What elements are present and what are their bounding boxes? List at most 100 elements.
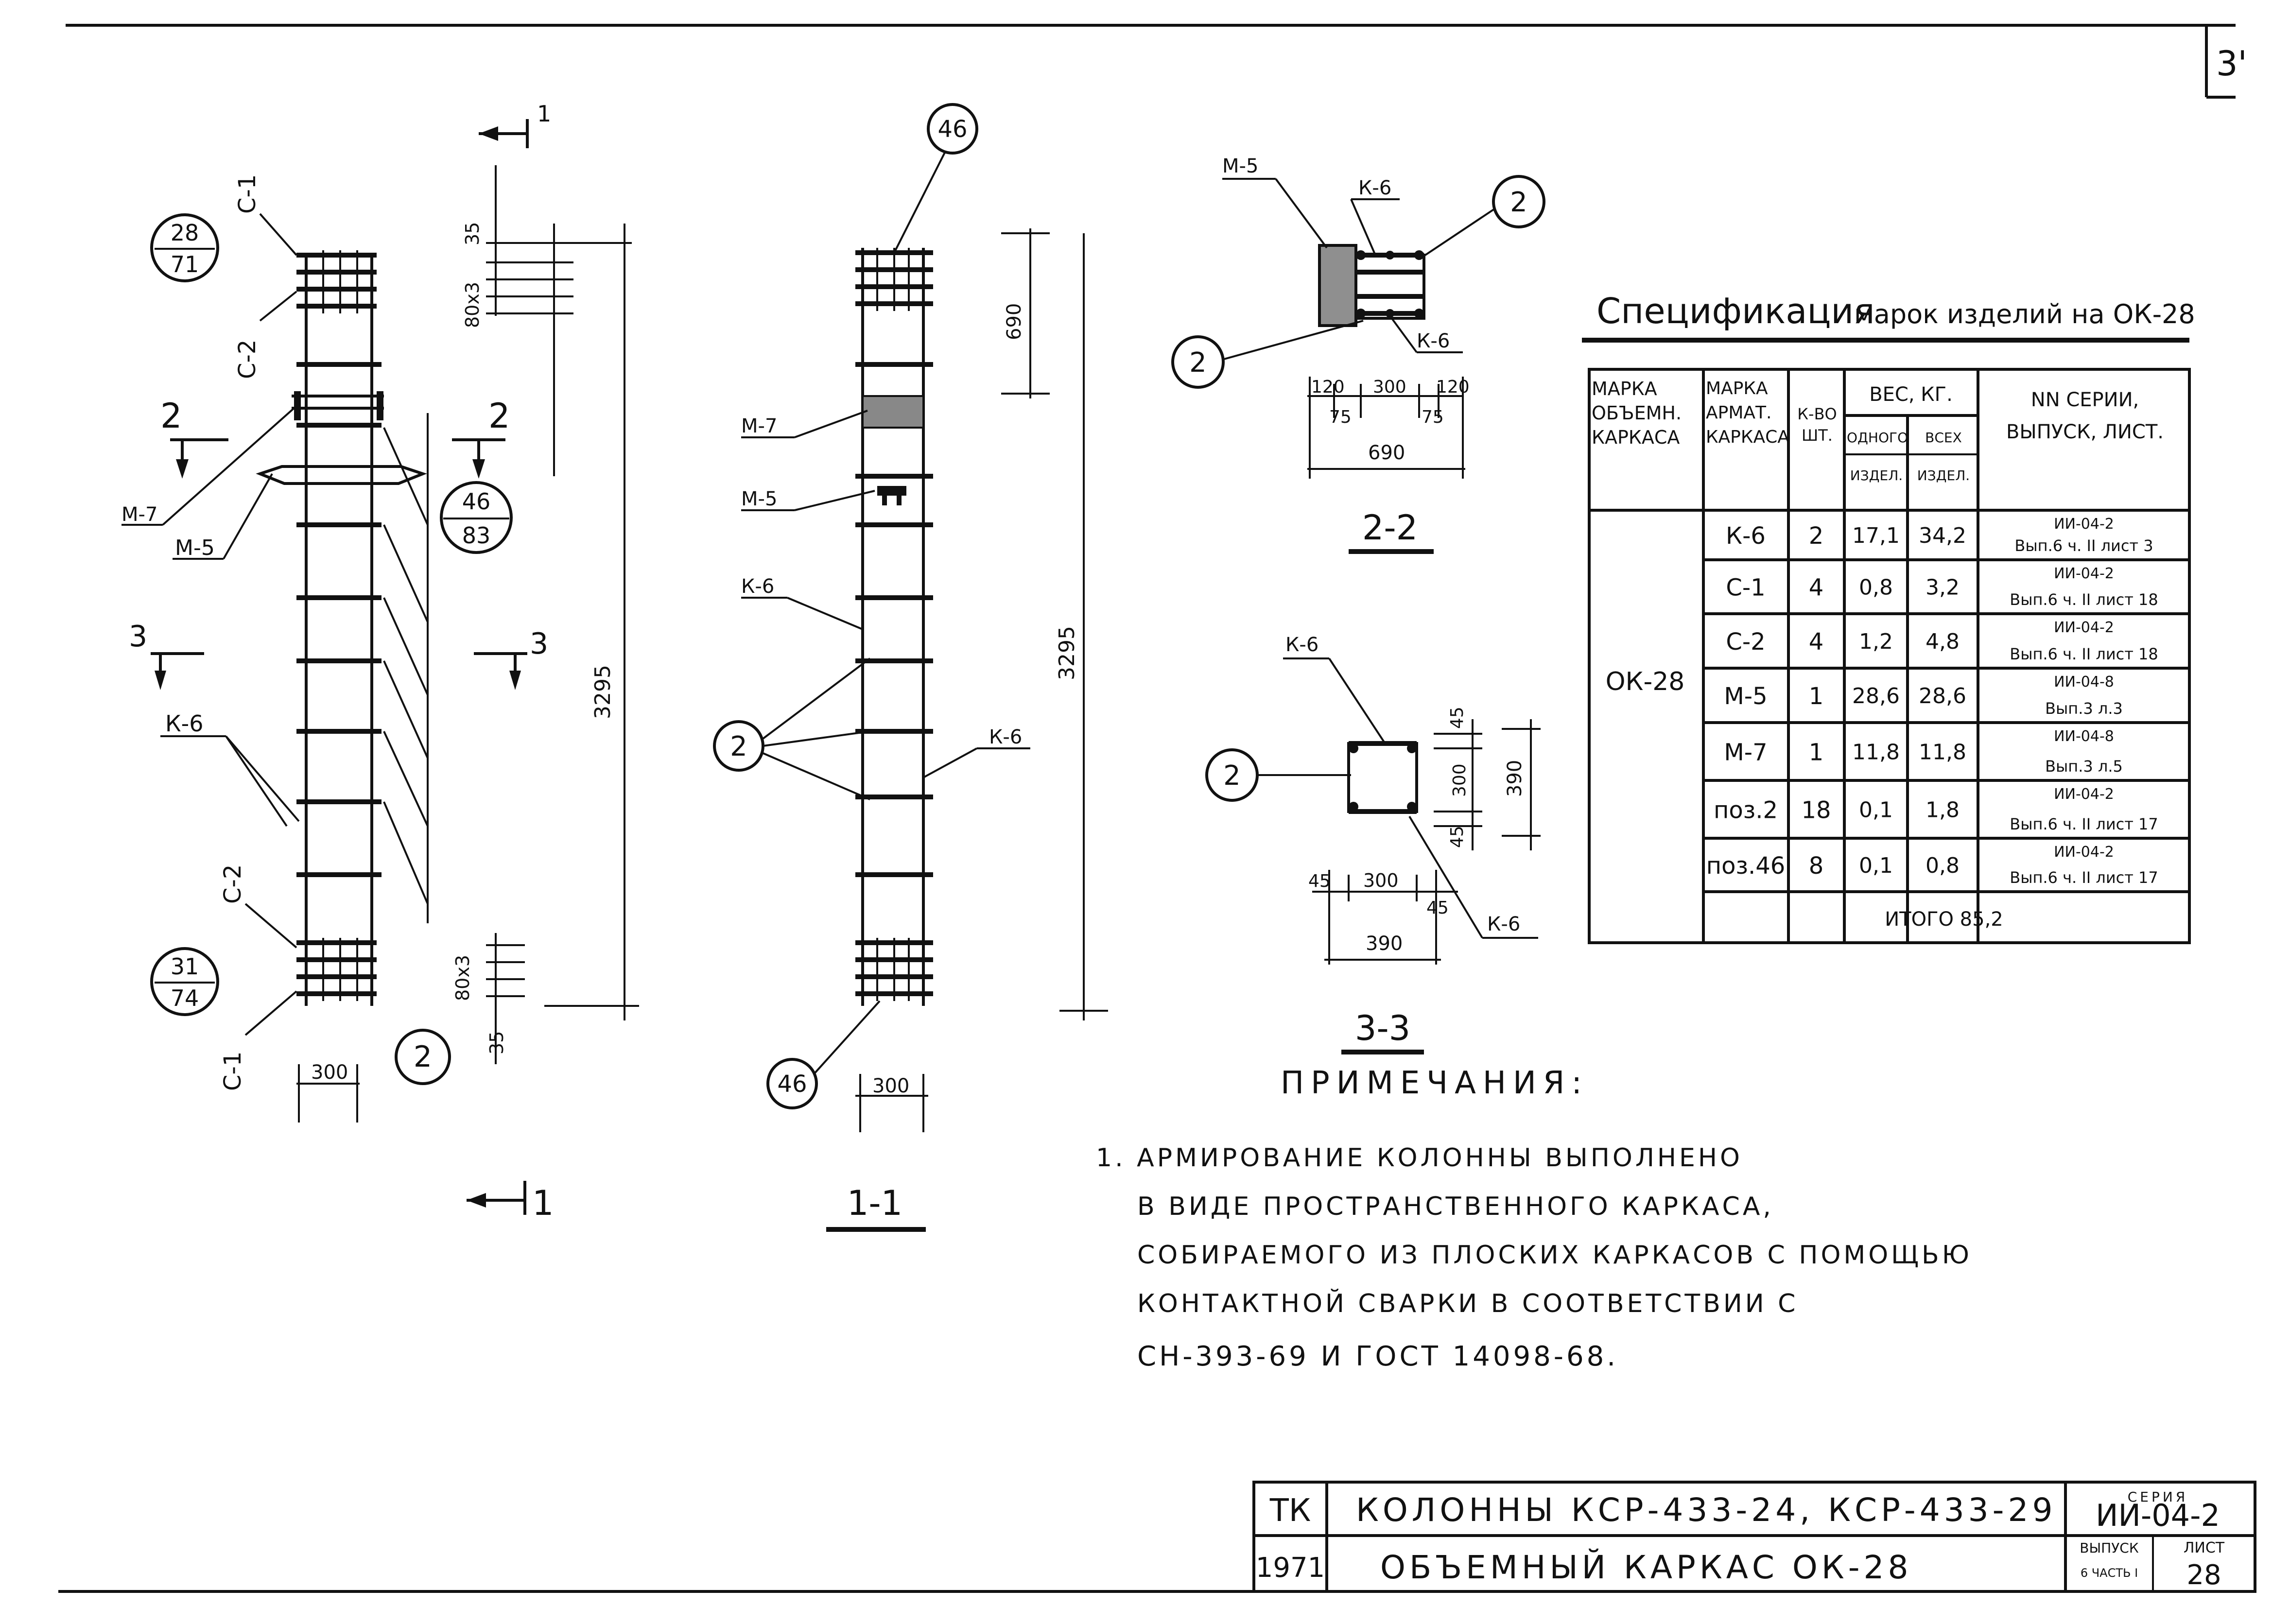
sec33-bubble: 2 — [1205, 748, 1351, 802]
svg-text:3: 3 — [129, 620, 147, 654]
spec-row-weight-one: 28,6 — [1852, 684, 1900, 708]
label-c1-top: С-1 — [234, 174, 261, 214]
svg-text:390: 390 — [1366, 933, 1403, 955]
svg-text:2: 2 — [1223, 760, 1241, 792]
spec-row-series: ИИ-04-2 — [2054, 619, 2114, 636]
svg-text:690: 690 — [1003, 303, 1025, 340]
specification-table: Спецификация марок изделий на ОК-28 Марк… — [1582, 291, 2195, 944]
spec-row-weight-one: 1,2 — [1859, 629, 1893, 654]
sec22-bubble-right: 2 — [1421, 175, 1545, 259]
leader-m7-elev — [162, 407, 295, 526]
svg-text:28: 28 — [171, 220, 199, 246]
spec-header-weight: Вес, кг. — [1869, 383, 1953, 406]
titleblock-year: 1971 — [1256, 1552, 1325, 1584]
sec33-dims: 45 300 45 390 45 300 45 390 — [1308, 707, 1541, 965]
svg-text:2: 2 — [488, 396, 510, 436]
sec22-label-k6-top: К-6 — [1358, 177, 1391, 199]
svg-text:3295: 3295 — [1055, 626, 1079, 680]
spec-row-weight-all: 28,6 — [1919, 684, 1966, 708]
spec-row-mark: С-2 — [1726, 628, 1765, 656]
spec-row-reference: Вып.6 ч. II лист 18 — [2010, 590, 2158, 609]
spec-group-mark: ОК-28 — [1606, 667, 1685, 696]
leader-c2-top — [259, 291, 297, 322]
sec11-title: 1-1 — [847, 1183, 902, 1223]
spec-row-qty: 18 — [1801, 797, 1831, 824]
sec22-dims: 120 300 120 75 75 690 — [1307, 377, 1470, 479]
spec-row-series: ИИ-04-8 — [2054, 674, 2114, 691]
titleblock-series: ИИ-04-2 — [2096, 1498, 2220, 1533]
spec-row-weight-one: 17,1 — [1852, 523, 1900, 548]
sec22-k6b-leader — [1389, 315, 1418, 353]
m7-plate-left — [294, 391, 301, 420]
spec-row-weight-one: 0,8 — [1859, 575, 1893, 600]
sec33-label-k6-bot: К-6 — [1487, 913, 1520, 935]
section-cut-2-right: 2 — [452, 396, 510, 479]
svg-text:75: 75 — [1422, 407, 1444, 427]
sec33-k6t-leader — [1328, 657, 1386, 744]
spec-row-weight-one: 11,8 — [1852, 740, 1900, 765]
top-cage-grid — [296, 250, 377, 313]
svg-text:390: 390 — [1504, 760, 1526, 797]
sec22-cage — [1354, 254, 1425, 320]
sec11-top-grid — [855, 248, 933, 311]
stirrups — [292, 362, 384, 877]
spec-row-weight-all: 34,2 — [1919, 523, 1966, 548]
sec33-label-k6-top: К-6 — [1285, 634, 1318, 656]
svg-text:2: 2 — [414, 1040, 432, 1074]
callout-46-83: 46 83 — [440, 481, 513, 554]
sec11-label-m7: М-7 — [741, 415, 777, 437]
spec-header-c1: Марка объемн. каркаса — [1592, 378, 1682, 448]
spec-row-qty: 8 — [1809, 852, 1824, 880]
section-3-3-view: К-6 К-6 2 45 300 45 390 — [1205, 634, 1541, 1054]
svg-text:45: 45 — [1447, 826, 1467, 848]
svg-text:2: 2 — [160, 396, 182, 436]
sec11-label-m5: М-5 — [741, 488, 777, 510]
label-k6-elev: К-6 — [165, 710, 204, 737]
sec11-bubble-46-top: 46 — [893, 103, 978, 253]
sec22-label-k6-bot: К-6 — [1417, 330, 1450, 352]
svg-text:2: 2 — [1189, 347, 1207, 379]
svg-text:83: 83 — [462, 522, 491, 549]
svg-text:120: 120 — [1436, 377, 1470, 397]
sec22-title: 2-2 — [1362, 508, 1418, 548]
svg-text:46: 46 — [777, 1071, 807, 1098]
spec-total: итого 85,2 — [1885, 908, 2003, 931]
spec-row-qty: 1 — [1809, 739, 1824, 766]
spec-row-mark: поз.2 — [1714, 797, 1778, 824]
svg-text:690: 690 — [1368, 442, 1405, 464]
section-cut-2-left: 2 — [160, 396, 228, 479]
spec-row-series: ИИ-04-8 — [2054, 728, 2114, 745]
spec-row-weight-one: 0,1 — [1859, 798, 1893, 823]
svg-text:2: 2 — [730, 731, 747, 762]
spec-row-reference: Вып.6 ч. II лист 18 — [2010, 645, 2158, 663]
leader-k6-elev-a — [225, 735, 300, 822]
svg-text:300: 300 — [1450, 763, 1470, 797]
callout-28-71: 28 71 — [150, 213, 219, 282]
spec-row-weight-all: 4,8 — [1926, 629, 1960, 654]
rail-leaders — [383, 413, 429, 923]
svg-text:300: 300 — [311, 1061, 348, 1084]
sec22-m5-leader — [1275, 178, 1328, 249]
notes-block: Примечания: 1. Армирование колонны выпол… — [1096, 1065, 1969, 1372]
svg-text:300: 300 — [1373, 377, 1406, 397]
spec-row-mark: М-5 — [1724, 683, 1767, 710]
dim-vertical-elev: 35 80х3 3295 80х3 35 — [452, 165, 639, 1064]
spec-row-weight-all: 11,8 — [1919, 740, 1966, 765]
sec11-m5-leader — [794, 490, 875, 511]
svg-text:3295: 3295 — [590, 665, 615, 719]
svg-text:35: 35 — [462, 222, 483, 245]
sec11-label-k6-right: К-6 — [989, 726, 1022, 748]
label-m7-elev: М-7 — [121, 503, 157, 526]
notes-title: Примечания: — [1281, 1065, 1589, 1101]
bottom-cage-grid — [296, 938, 377, 1001]
spec-row-reference: Вып.6 ч. II лист 17 — [2010, 815, 2158, 833]
spec-outer-border — [1588, 368, 2191, 944]
spec-row-mark: поз.46 — [1706, 852, 1786, 880]
svg-text:75: 75 — [1329, 407, 1352, 427]
section-cut-1-bottom: 1 — [467, 1181, 554, 1223]
m5-bracket — [256, 465, 427, 485]
m7-plate-right — [377, 391, 383, 420]
spec-row-qty: 1 — [1809, 683, 1824, 710]
